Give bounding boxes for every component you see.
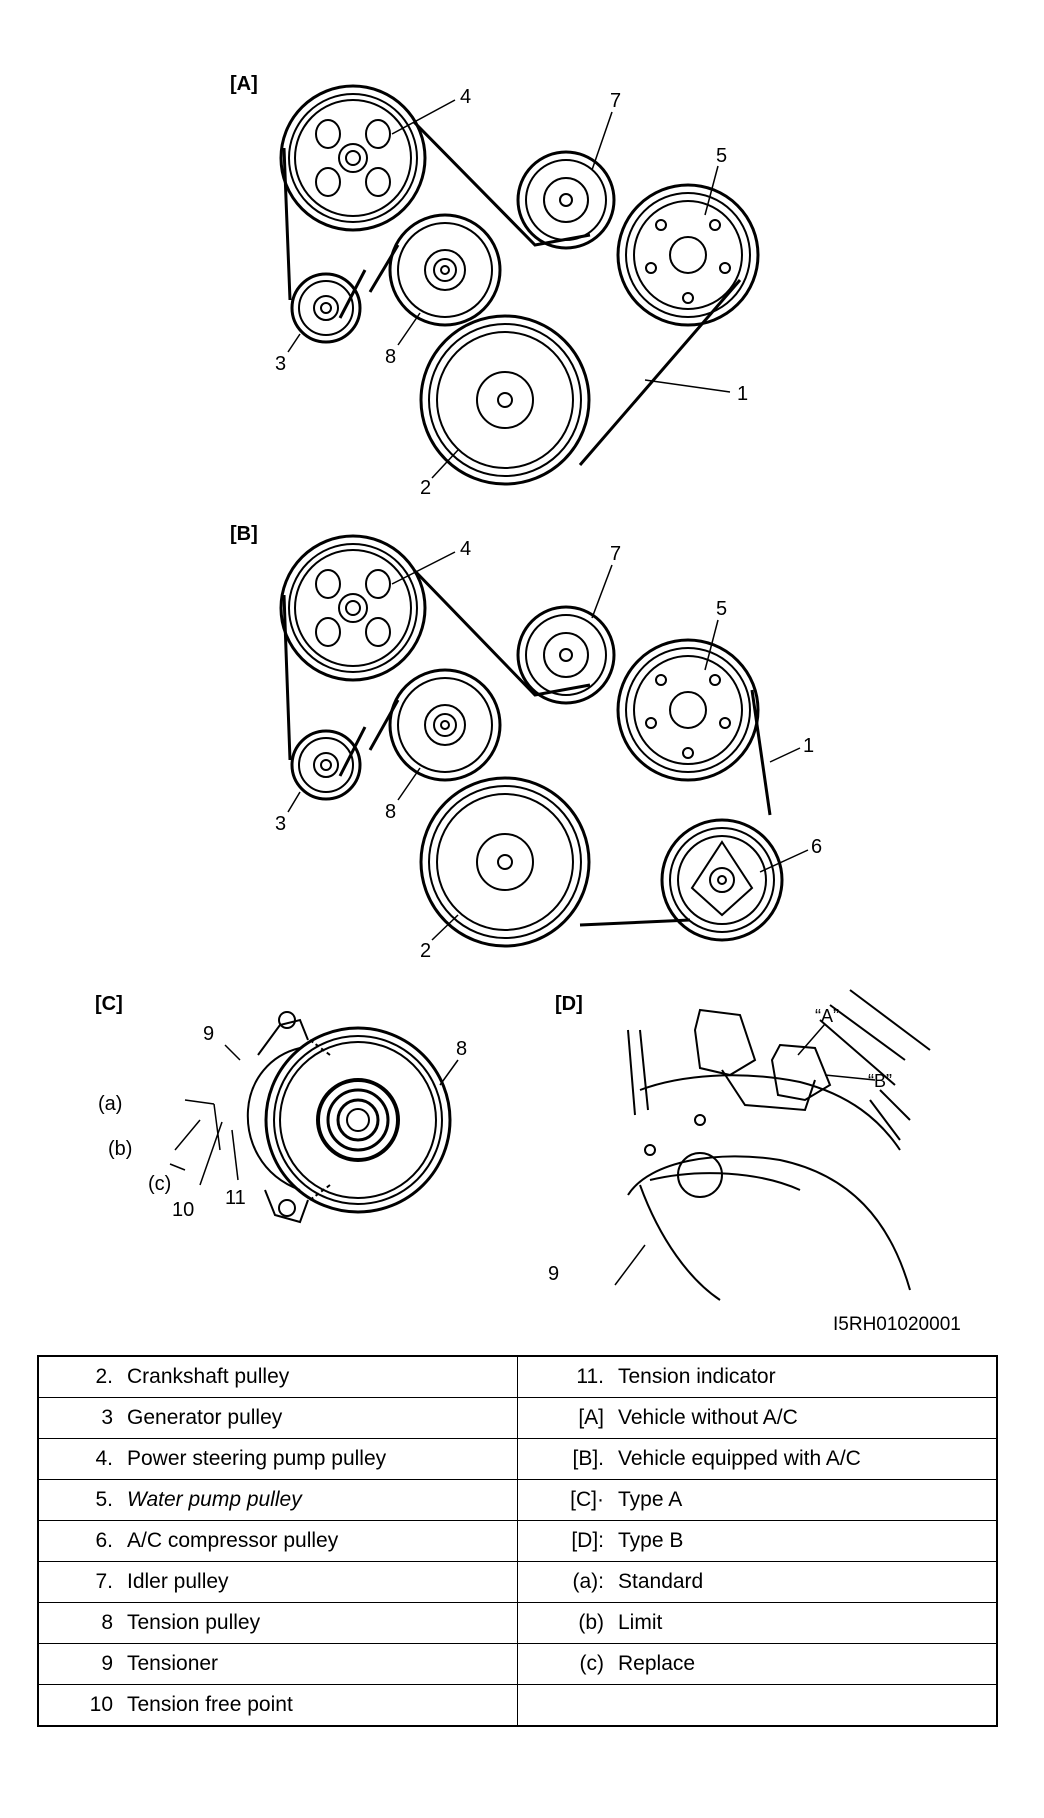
- legend-text: Standard: [618, 1570, 704, 1593]
- section-label-c: [C]: [95, 993, 123, 1015]
- legend-num: [C]·: [570, 1488, 604, 1511]
- callout-7-b: 7: [610, 543, 621, 565]
- legend-num: [A]: [578, 1406, 604, 1429]
- legend-table: 2. Crankshaft pulley 11. Tension indicator…: [37, 1355, 998, 1727]
- callout-3-a: 3: [275, 353, 286, 375]
- callout-10-c: 10: [172, 1199, 194, 1221]
- tension-pulley-c: [264, 1026, 452, 1214]
- legend-text: Tension indicator: [618, 1365, 776, 1388]
- legend-row: 7. Idler pulley (a): Standard: [37, 1561, 998, 1603]
- section-label-a: [A]: [230, 73, 258, 95]
- callout-a-quote-d: “A”: [815, 1006, 839, 1026]
- legend-text: Crankshaft pulley: [127, 1365, 290, 1388]
- legend-num: (c): [579, 1652, 605, 1675]
- legend-row: 5. Water pump pulley [C]· Type A: [37, 1479, 998, 1521]
- tension-pulley-b: [388, 668, 502, 782]
- legend-text: Vehicle without A/C: [618, 1406, 798, 1429]
- legend-text: Water pump pulley: [127, 1488, 302, 1511]
- legend-num: 2.: [95, 1365, 113, 1388]
- diagram-d: [614, 989, 931, 1301]
- diagram-c: [169, 1011, 459, 1224]
- belt-diagram: [A] [B] [C] [D] 4 7 5 1 3 8 2 4 7 5 1 6 …: [95, 73, 961, 1335]
- legend-num: 7.: [95, 1570, 113, 1593]
- legend-text: Power steering pump pulley: [127, 1447, 387, 1470]
- callout-9-c: 9: [203, 1023, 214, 1045]
- legend-num: 3: [101, 1406, 113, 1429]
- power-steering-pulley-a: [279, 84, 427, 232]
- legend-row: 2. Crankshaft pulley 11. Tension indicator: [37, 1355, 998, 1398]
- legend-text: Vehicle equipped with A/C: [618, 1447, 861, 1470]
- legend-text: Idler pulley: [127, 1570, 229, 1593]
- callout-11-c: 11: [225, 1187, 246, 1209]
- legend-num: 11.: [576, 1365, 604, 1388]
- legend-row: 8 Tension pulley (b) Limit: [37, 1602, 998, 1644]
- legend-row: 6. A/C compressor pulley [D]: Type B: [37, 1520, 998, 1562]
- diagram-b: [279, 534, 809, 948]
- belt-a: [282, 120, 742, 466]
- water-pump-pulley-a: [616, 183, 760, 327]
- legend-text: Tension pulley: [127, 1611, 261, 1634]
- legend-num: 6.: [95, 1529, 113, 1552]
- callout-8-a: 8: [385, 346, 396, 368]
- legend-text: Replace: [618, 1652, 696, 1675]
- callout-3-b: 3: [275, 813, 286, 835]
- belt-b: [282, 568, 772, 927]
- power-steering-pulley-b: [279, 534, 427, 682]
- generator-pulley-b: [290, 729, 362, 801]
- callout-8-c: 8: [456, 1038, 467, 1060]
- legend-num: 5.: [95, 1488, 113, 1511]
- idler-pulley-b: [516, 605, 616, 705]
- callout-8-b: 8: [385, 801, 396, 823]
- legend-num: (b): [578, 1611, 604, 1634]
- legend-text: Type B: [618, 1529, 684, 1552]
- legend-text: A/C compressor pulley: [127, 1529, 339, 1552]
- callout-5-b: 5: [716, 598, 727, 620]
- legend-text: Tension free point: [127, 1693, 293, 1716]
- callout-c-c: (c): [148, 1173, 171, 1195]
- crankshaft-pulley-a: [419, 314, 591, 486]
- legend-row: 9 Tensioner (c) Replace: [37, 1643, 998, 1685]
- legend-row: 3 Generator pulley [A] Vehicle without A/C: [37, 1397, 998, 1439]
- tension-pulley-a: [388, 213, 502, 327]
- callout-4-b: 4: [460, 538, 471, 560]
- legend-num: (a):: [572, 1570, 605, 1593]
- callout-1-b: 1: [803, 735, 814, 757]
- callout-9-d: 9: [548, 1263, 559, 1285]
- legend-num: [B].: [572, 1447, 604, 1470]
- legend-text: Generator pulley: [127, 1406, 283, 1429]
- legend-text: Tensioner: [127, 1652, 219, 1675]
- callout-4-a: 4: [460, 86, 471, 108]
- legend-num: 8: [101, 1611, 113, 1634]
- figure-code: I5RH01020001: [833, 1314, 961, 1335]
- callout-7-a: 7: [610, 90, 621, 112]
- ac-compressor-pulley-b: [660, 818, 784, 942]
- legend-row: 4. Power steering pump pulley [B]. Vehicle…: [37, 1438, 998, 1480]
- section-label-d: [D]: [555, 993, 583, 1015]
- crankshaft-pulley-b: [419, 776, 591, 948]
- tensioner-c: [246, 1047, 301, 1191]
- legend-num: [D]:: [571, 1529, 604, 1552]
- section-label-b: [B]: [230, 523, 258, 545]
- legend-num: 10: [89, 1693, 113, 1716]
- diagram-a: [279, 84, 760, 486]
- idler-pulley-a: [516, 150, 616, 250]
- callout-1-a: 1: [737, 383, 748, 405]
- callout-6-b: 6: [811, 836, 822, 858]
- legend-text: Limit: [618, 1611, 663, 1634]
- generator-pulley-a: [290, 272, 362, 344]
- legend-num: 9: [101, 1652, 113, 1675]
- water-pump-pulley-b: [616, 638, 760, 782]
- callout-a-c: (a): [98, 1093, 122, 1115]
- legend-row: 10 Tension free point: [37, 1684, 998, 1727]
- legend-num: 4.: [95, 1447, 113, 1470]
- callout-2-a: 2: [420, 477, 431, 499]
- legend-text: Type A: [618, 1488, 683, 1511]
- callout-5-a: 5: [716, 145, 727, 167]
- callout-2-b: 2: [420, 940, 431, 962]
- callout-b-c: (b): [108, 1138, 132, 1160]
- callout-b-quote-d: “B”: [868, 1071, 892, 1091]
